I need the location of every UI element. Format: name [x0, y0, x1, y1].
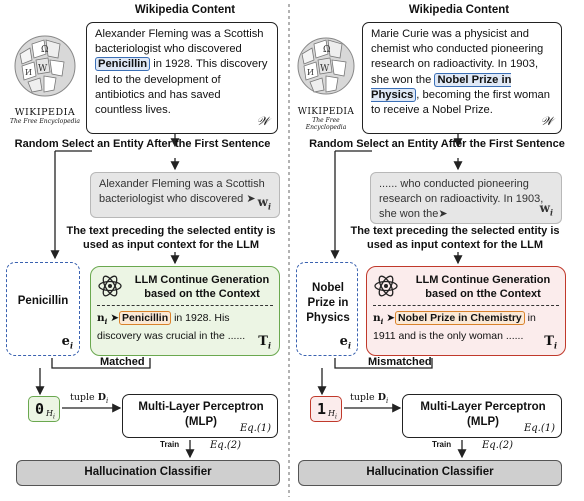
llm-output-r: ni ➤Nobel Prize in Chemistry in 1911 and… [373, 311, 549, 344]
wikipedia-tagline: The Free Encyclopedia [10, 118, 80, 125]
svg-text:И: И [307, 68, 314, 77]
llm-arrow-icon: ➤ [110, 312, 120, 324]
tuple-label: tuple Di [70, 392, 109, 405]
llm-entity-highlight-r: Nobel Prize in Chemistry [395, 311, 525, 325]
hallucination-label-box: 0 Hi [28, 396, 60, 422]
context-text: Alexander Fleming was a Scottish bacteri… [99, 178, 265, 205]
llm-divider [97, 305, 273, 306]
llm-divider-r [373, 305, 559, 306]
wiki-content-box-r: Marie Curie was a physicist and chemist … [362, 22, 562, 134]
llm-n-symbol-r: ni [373, 312, 384, 327]
entity-box-label-r: Nobel Prize in Physics [306, 282, 350, 324]
wiki-content-box: Alexander Fleming was a Scottish bacteri… [86, 22, 278, 134]
hallucination-classifier-r: Hallucination Classifier [298, 460, 562, 486]
llm-text-r: in 1911 and is the only woman ...... [373, 312, 536, 343]
llm-output: ni ➤Penicillin in 1928. His discovery wa… [97, 311, 275, 344]
wikipedia-logo: Ω W И WIKIPEDIA The Free Encyclopedia [8, 30, 82, 130]
svg-text:W: W [320, 64, 330, 74]
entity-box-r: Nobel Prize in Physics ei [296, 262, 358, 356]
label-value-r: 1 [317, 400, 327, 418]
wikipedia-wordmark: WIKIPEDIA [14, 107, 76, 118]
wikipedia-globe-icon: Ω W И [14, 35, 76, 97]
hallucination-label-box-r: 1 Hi [310, 396, 342, 422]
tuple-label-r: tuple Di [350, 392, 389, 405]
wiki-text-after: in 1928. This discovery led to the devel… [95, 58, 268, 117]
wiki-symbol-r: 𝒲 [540, 113, 553, 128]
label-sub: Hi [46, 409, 55, 421]
llm-entity-highlight: Penicillin [119, 311, 172, 325]
wiki-title: Wikipedia Content [134, 4, 236, 16]
wikipedia-globe-icon-r: Ω W И [297, 37, 355, 95]
wiki-text-after-r: , becoming the first woman to receive a … [371, 88, 550, 117]
llm-symbol: Ti [258, 334, 271, 351]
llm-title: LLM Continue Generation based on tthe Co… [134, 274, 270, 300]
train-eq: Eq.(2) [210, 440, 242, 451]
wikipedia-tagline-r: The Free Encyclopedia [305, 117, 347, 131]
context-symbol-r: wi [539, 200, 553, 217]
preceding-note: The text preceding the selected entity i… [66, 225, 276, 251]
hallucination-classifier: Hallucination Classifier [16, 460, 280, 486]
context-text-r: ...... who conducted pioneering research… [379, 178, 544, 220]
wiki-title-r: Wikipedia Content [408, 4, 510, 16]
match-label-r: Mismatched [368, 356, 432, 368]
entity-symbol-r: ei [339, 334, 351, 351]
wiki-entity-highlight: Penicillin [95, 57, 151, 72]
random-select-label-r: Random Select an Entity After the First … [309, 138, 565, 150]
context-box: Alexander Fleming was a Scottish bacteri… [90, 172, 280, 218]
llm-generation-box-r: LLM Continue Generation based on tthe Co… [366, 266, 566, 356]
svg-text:Ω: Ω [323, 45, 330, 55]
mlp-label: Multi-Layer Perceptron (MLP) [138, 401, 264, 428]
mlp-eq-r: Eq.(1) [523, 423, 555, 434]
svg-text:И: И [25, 68, 32, 77]
entity-box-label: Penicillin [17, 295, 69, 307]
llm-title-r: LLM Continue Generation based on tthe Co… [415, 274, 551, 300]
mlp-box: Multi-Layer Perceptron (MLP) Eq.(1) [122, 394, 278, 438]
match-bracket [51, 358, 151, 369]
context-box-r: ...... who conducted pioneering research… [370, 172, 562, 224]
train-label-r: Train [432, 440, 452, 449]
svg-text:W: W [38, 64, 48, 74]
train-label: Train [160, 440, 180, 449]
mlp-box-r: Multi-Layer Perceptron (MLP) Eq.(1) [402, 394, 562, 438]
wikipedia-wordmark-r: WIKIPEDIA [297, 107, 355, 117]
match-label: Matched [100, 356, 145, 368]
wikipedia-logo-r: Ω W И WIKIPEDIA The Free Encyclopedia [292, 30, 360, 131]
label-value: 0 [35, 400, 45, 418]
wiki-text-before-r: Marie Curie was a physicist and chemist … [371, 28, 544, 86]
preceding-note-r: The text preceding the selected entity i… [350, 225, 560, 251]
atom-icon-r [373, 273, 399, 299]
mlp-eq: Eq.(1) [239, 423, 271, 434]
atom-icon [97, 273, 123, 299]
label-sub-r: Hi [328, 409, 337, 421]
svg-text:Ω: Ω [41, 45, 48, 55]
llm-text: in 1928. His discovery was crucial in th… [97, 312, 246, 343]
random-select-label: Random Select an Entity After the First … [14, 138, 271, 150]
train-eq-r: Eq.(2) [482, 440, 514, 451]
entity-symbol: ei [61, 334, 73, 351]
wiki-text-before: Alexander Fleming was a Scottish bacteri… [95, 28, 264, 56]
context-symbol: wi [257, 194, 271, 211]
wiki-symbol: 𝒲 [256, 113, 269, 128]
llm-arrow-icon-r: ➤ [386, 312, 396, 324]
match-bracket-r [334, 358, 433, 369]
llm-n-symbol: ni [97, 312, 108, 327]
entity-box: Penicillin ei [6, 262, 80, 356]
mlp-label-r: Multi-Layer Perceptron (MLP) [420, 401, 546, 428]
llm-symbol-r: Ti [544, 334, 557, 351]
llm-generation-box: LLM Continue Generation based on tthe Co… [90, 266, 280, 356]
